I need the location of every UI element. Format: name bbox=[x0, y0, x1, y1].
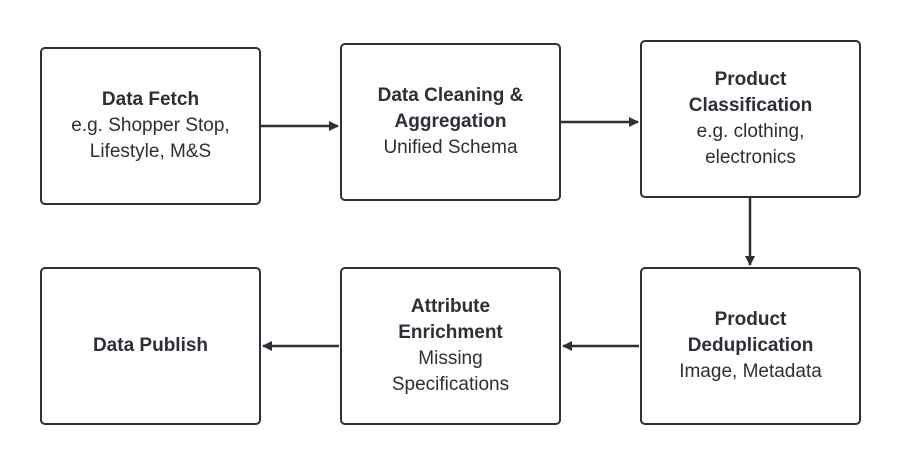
node-product-deduplication-subtitle: Image, Metadata bbox=[679, 361, 822, 382]
node-data-publish-title: Data Publish bbox=[92, 335, 209, 356]
node-product-deduplication-title: Product Deduplication bbox=[687, 309, 814, 356]
node-data-fetch: Data Fetch e.g. Shopper Stop, Lifestyle,… bbox=[40, 47, 261, 205]
node-product-deduplication: Product Deduplication Image, Metadata bbox=[640, 267, 861, 425]
node-data-publish: Data Publish bbox=[40, 267, 261, 425]
node-attribute-enrichment: Attribute Enrichment Missing Specificati… bbox=[340, 267, 561, 425]
node-data-cleaning-subtitle: Unified Schema bbox=[383, 137, 518, 158]
node-data-cleaning: Data Cleaning & Aggregation Unified Sche… bbox=[340, 43, 561, 201]
node-data-fetch-subtitle: e.g. Shopper Stop, Lifestyle, M&S bbox=[71, 115, 230, 162]
node-product-classification-title: Product Classification bbox=[688, 69, 813, 116]
node-product-classification: Product Classification e.g. clothing, el… bbox=[640, 40, 861, 198]
node-data-cleaning-title: Data Cleaning & Aggregation bbox=[377, 85, 524, 132]
node-data-fetch-title: Data Fetch bbox=[101, 89, 200, 110]
node-attribute-enrichment-subtitle: Missing Specifications bbox=[391, 348, 510, 395]
node-attribute-enrichment-title: Attribute Enrichment bbox=[398, 296, 503, 343]
node-product-classification-subtitle: e.g. clothing, electronics bbox=[696, 121, 805, 168]
